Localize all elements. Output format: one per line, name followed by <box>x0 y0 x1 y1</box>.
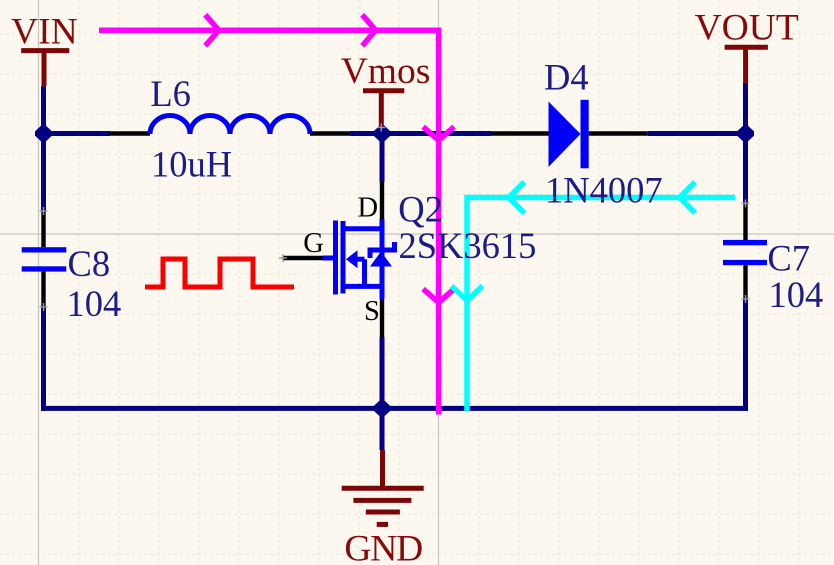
svg-text:GND: GND <box>344 528 422 565</box>
svg-text:C7: C7 <box>767 237 810 278</box>
svg-text:C8: C8 <box>68 243 111 284</box>
svg-text:S: S <box>364 296 380 327</box>
svg-text:104: 104 <box>67 283 122 324</box>
svg-text:10uH: 10uH <box>151 144 232 185</box>
svg-text:D: D <box>358 193 379 224</box>
svg-text:1N4007: 1N4007 <box>545 169 663 210</box>
svg-text:VIN: VIN <box>11 11 78 52</box>
svg-text:Q2: Q2 <box>398 189 443 230</box>
svg-text:104: 104 <box>769 274 824 315</box>
svg-text:L6: L6 <box>150 73 191 114</box>
svg-text:2SK3615: 2SK3615 <box>399 225 537 266</box>
svg-text:VOUT: VOUT <box>695 7 799 48</box>
svg-text:D4: D4 <box>544 56 589 97</box>
svg-text:Vmos: Vmos <box>341 51 431 92</box>
svg-text:G: G <box>303 228 324 259</box>
